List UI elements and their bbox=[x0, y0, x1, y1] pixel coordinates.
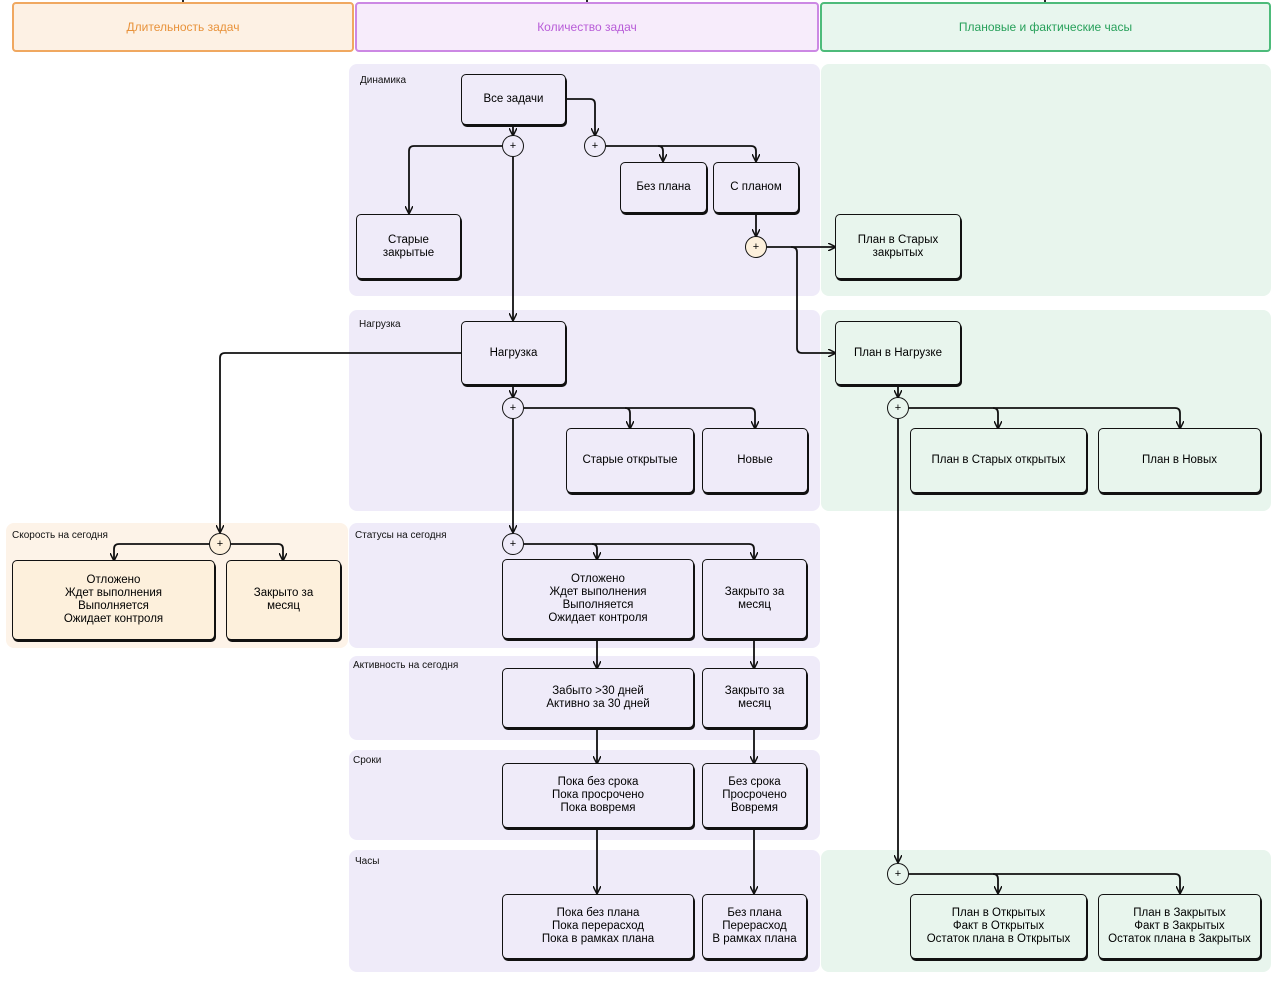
node-new[interactable]: Новые bbox=[702, 428, 808, 493]
plus-icon: + bbox=[887, 397, 909, 419]
node-hours-closed[interactable]: Без плана Перерасход В рамках плана bbox=[702, 894, 807, 959]
plus-icon: + bbox=[502, 533, 524, 555]
node-status-statuses[interactable]: Отложено Ждет выполнения Выполняется Ожи… bbox=[502, 559, 694, 639]
node-hours-open[interactable]: Пока без плана Пока перерасход Пока в ра… bbox=[502, 894, 694, 959]
header-planned-actual-hours: Плановые и фактические часы bbox=[820, 2, 1271, 52]
panel-label-deadlines: Сроки bbox=[353, 755, 382, 766]
node-load[interactable]: Нагрузка bbox=[461, 321, 566, 385]
node-no-plan[interactable]: Без плана bbox=[620, 162, 707, 213]
node-with-plan[interactable]: С планом bbox=[713, 162, 799, 213]
header-duration: Длительность задач bbox=[12, 2, 354, 52]
node-activity-closed[interactable]: Закрыто за месяц bbox=[702, 668, 807, 728]
node-activity-forgotten[interactable]: Забыто >30 дней Активно за 30 дней bbox=[502, 668, 694, 728]
node-deadlines-closed[interactable]: Без срока Просрочено Вовремя bbox=[702, 763, 807, 828]
node-plan-open[interactable]: План в Открытых Факт в Открытых Остаток … bbox=[910, 894, 1087, 959]
node-old-closed[interactable]: Старые закрытые bbox=[356, 214, 461, 279]
node-all-tasks[interactable]: Все задачи bbox=[461, 74, 566, 125]
node-plan-closed[interactable]: План в Закрытых Факт в Закрытых Остаток … bbox=[1098, 894, 1261, 959]
panel-label-speed: Скорость на сегодня bbox=[12, 530, 108, 541]
panel-label-hours: Часы bbox=[355, 856, 380, 867]
node-plan-new[interactable]: План в Новых bbox=[1098, 428, 1261, 493]
plus-icon: + bbox=[502, 135, 524, 157]
panel-label-statuses: Статусы на сегодня bbox=[355, 530, 447, 541]
panel-label-load: Нагрузка bbox=[359, 319, 401, 330]
node-old-open[interactable]: Старые открытые bbox=[566, 428, 694, 493]
node-plan-old-closed[interactable]: План в Старых закрытых bbox=[835, 214, 961, 279]
panel-label-dynamics: Динамика bbox=[360, 75, 407, 86]
node-plan-old-open[interactable]: План в Старых открытых bbox=[910, 428, 1087, 493]
plus-icon: + bbox=[209, 533, 231, 555]
header-task-count: Количество задач bbox=[355, 2, 819, 52]
node-plan-load[interactable]: План в Нагрузке bbox=[835, 321, 961, 385]
node-status-closed[interactable]: Закрыто за месяц bbox=[702, 559, 807, 639]
plus-icon: + bbox=[887, 863, 909, 885]
node-deadlines-open[interactable]: Пока без срока Пока просрочено Пока вовр… bbox=[502, 763, 694, 828]
plus-icon: + bbox=[745, 236, 767, 258]
node-speed-closed[interactable]: Закрыто за месяц bbox=[226, 560, 341, 640]
plus-icon: + bbox=[584, 135, 606, 157]
plus-icon: + bbox=[502, 397, 524, 419]
node-speed-statuses[interactable]: Отложено Ждет выполнения Выполняется Ожи… bbox=[12, 560, 215, 640]
panel-label-activity: Активность на сегодня bbox=[353, 660, 459, 671]
